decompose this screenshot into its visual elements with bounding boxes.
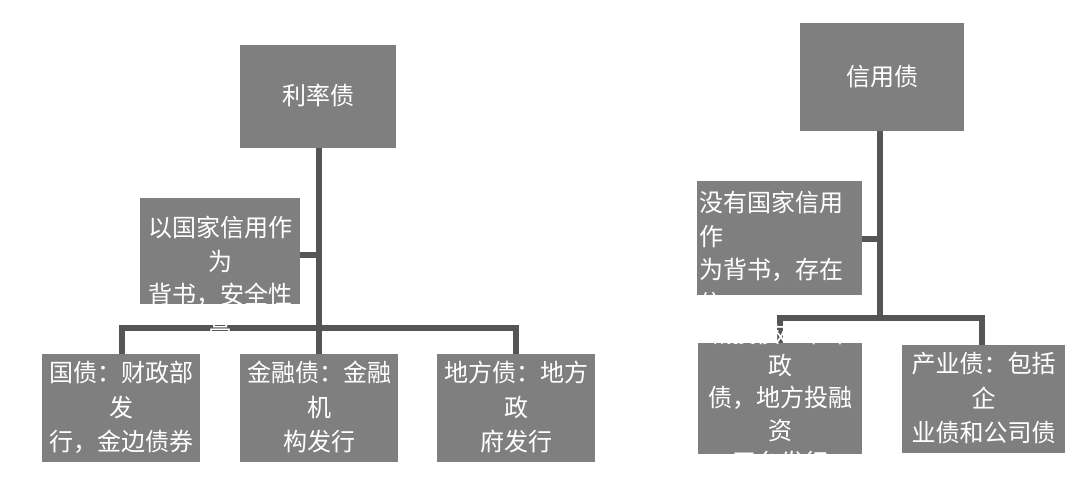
left-drop-2 — [316, 325, 322, 354]
right-drop-1 — [777, 315, 783, 343]
left-child-node-1: 国债：财政部发 行，金边债券 — [42, 354, 200, 462]
left-child-3-line-1: 地方债：地方政 — [444, 358, 588, 422]
right-child-1-line-3: 平台发行 — [732, 449, 828, 478]
left-note-line-2: 背书，安全性高 — [148, 281, 292, 343]
left-child-2-line-1: 金融债：金融机 — [247, 358, 391, 422]
right-note-line-1: 没有国家信用作 — [699, 189, 843, 251]
left-child-3-line-2: 府发行 — [480, 428, 552, 457]
left-root-node: 利率债 — [240, 45, 396, 148]
right-child-node-2: 产业债：包括企 业债和公司债 — [902, 345, 1065, 453]
right-child-node-1: 城投债：准市政 债，地方投融资 平台发行 — [698, 320, 862, 477]
right-note-node: 没有国家信用作 为背书，存在信 用风险 — [697, 181, 862, 351]
left-drop-1 — [119, 325, 125, 354]
left-note-node: 以国家信用作为 背书，安全性高 — [140, 198, 300, 343]
left-root-label: 利率债 — [282, 82, 354, 111]
left-note-tick — [300, 252, 318, 258]
right-note-line-2: 为背书，存在信 — [699, 256, 843, 318]
right-child-1-line-1: 城投债：准市政 — [708, 319, 852, 380]
left-note-line-1: 以国家信用作为 — [148, 214, 292, 276]
right-child-1-line-2: 债，地方投融资 — [708, 384, 852, 445]
right-root-label: 信用债 — [846, 62, 918, 91]
right-trunk-line — [877, 131, 883, 319]
left-child-node-3: 地方债：地方政 府发行 — [437, 354, 595, 462]
right-branch-bar — [777, 315, 985, 321]
left-child-2-line-2: 构发行 — [283, 428, 355, 457]
right-child-2-line-1: 产业债：包括企 — [911, 349, 1056, 413]
left-drop-3 — [513, 325, 519, 354]
left-child-node-2: 金融债：金融机 构发行 — [240, 354, 398, 462]
left-child-1-line-2: 行，金边债券 — [49, 428, 193, 457]
right-note-tick — [862, 236, 879, 242]
left-trunk-line — [316, 148, 322, 354]
right-root-node: 信用债 — [800, 23, 964, 131]
right-child-2-line-2: 业债和公司债 — [911, 419, 1056, 448]
right-drop-2 — [979, 315, 985, 345]
left-child-1-line-1: 国债：财政部发 — [49, 358, 193, 422]
